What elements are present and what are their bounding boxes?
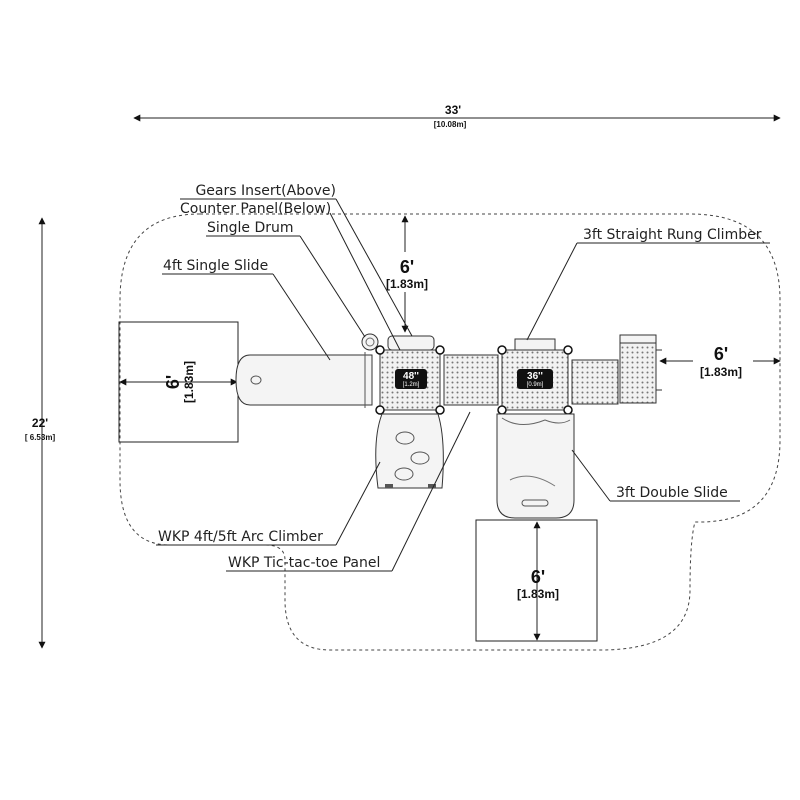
label-arc-climber: WKP 4ft/5ft Arc Climber	[158, 529, 323, 545]
label-tic-tac-toe: WKP Tic-tac-toe Panel	[228, 555, 380, 571]
deck-36-meters: [0.9m]	[527, 382, 544, 388]
bottom-zone-feet: 6'	[531, 567, 545, 587]
right-clearance: 6' [1.83m]	[659, 344, 781, 381]
deck-48-height: 48''	[403, 371, 419, 382]
deck-36: 36'' [0.9m]	[497, 338, 573, 415]
right-zone-feet: 6'	[714, 344, 728, 364]
deck-48: 48'' [1.2m]	[375, 335, 445, 415]
label-counter-panel: Counter Panel(Below)	[180, 201, 331, 217]
depth-meters: [ 6.53m]	[25, 433, 56, 442]
right-section	[571, 334, 662, 405]
double-slide-3ft	[496, 413, 575, 519]
label-rung-climber: 3ft Straight Rung Climber	[583, 227, 762, 243]
top-zone-feet: 6'	[400, 257, 414, 277]
bottom-slide-zone: 6' [1.83m]	[475, 519, 598, 642]
label-single-drum: Single Drum	[207, 220, 294, 236]
top-zone-meters: [1.83m]	[386, 277, 428, 291]
depth-feet: 22'	[32, 416, 48, 430]
left-zone-meters: [1.83m]	[182, 361, 196, 403]
bottom-zone-meters: [1.83m]	[517, 587, 559, 601]
label-gears-insert: Gears Insert(Above)	[195, 183, 336, 199]
depth-dimension: 22' [ 6.53m]	[25, 217, 56, 649]
width-dimension: 33' [10.08m]	[133, 103, 781, 129]
bridge	[443, 354, 499, 406]
playground-structure: 48'' [1.2m] 36'' [0.9m]	[235, 333, 662, 519]
right-zone-meters: [1.83m]	[700, 365, 742, 379]
deck-36-height: 36''	[527, 371, 543, 382]
arc-climber	[375, 413, 444, 489]
left-slide-zone: 6' [1.83m]	[118, 321, 239, 443]
label-double-slide: 3ft Double Slide	[616, 485, 728, 501]
single-slide-4ft	[235, 352, 373, 408]
safety-zone-outline	[119, 213, 781, 651]
single-drum	[361, 333, 379, 351]
width-meters: [10.08m]	[434, 120, 467, 129]
width-feet: 33'	[445, 103, 461, 117]
deck-48-meters: [1.2m]	[403, 382, 420, 388]
left-zone-feet: 6'	[163, 375, 183, 389]
component-callouts: Gears Insert(Above) Counter Panel(Below)…	[156, 183, 770, 572]
top-clearance: 6' [1.83m]	[378, 215, 438, 333]
label-single-slide: 4ft Single Slide	[163, 258, 268, 274]
